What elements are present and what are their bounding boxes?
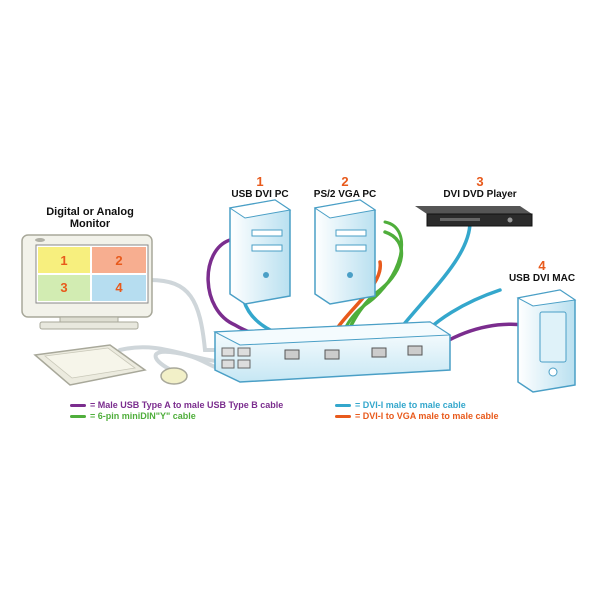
pc2-number: 2 xyxy=(341,174,349,189)
mac-label: USB DVI MAC xyxy=(508,273,576,284)
legend-vga: = DVI-I to VGA male to male cable xyxy=(335,411,498,421)
pc1-label: USB DVI PC xyxy=(231,189,289,200)
mac-tower xyxy=(516,289,577,393)
ps2-swatch xyxy=(70,415,86,419)
mac-number: 4 xyxy=(538,258,546,273)
kvm-switch xyxy=(213,321,452,383)
monitor-quadrant-4-number: 4 xyxy=(115,280,123,295)
legend-dvi-text: = DVI-I male to male cable xyxy=(355,400,466,410)
pc1-number: 1 xyxy=(256,174,264,189)
monitor-quadrant-3-number: 3 xyxy=(60,280,68,295)
pc2-tower xyxy=(313,199,377,305)
legend-ps2-text: = 6-pin miniDIN"Y" cable xyxy=(90,411,196,421)
mouse xyxy=(160,367,188,385)
monitor xyxy=(21,234,153,330)
legend-vga-text: = DVI-I to VGA male to male cable xyxy=(355,411,499,421)
vga-swatch xyxy=(335,415,351,419)
dvd-player xyxy=(415,206,533,227)
legend-ps2: = 6-pin miniDIN"Y" cable xyxy=(70,411,196,421)
legend-dvi: = DVI-I male to male cable xyxy=(335,400,466,410)
usb-swatch xyxy=(70,404,86,408)
screen-quadrant-4 xyxy=(92,275,146,301)
dvd-label: DVI DVD Player xyxy=(443,189,517,200)
legend-usb: = Male USB Type A to male USB Type B cab… xyxy=(70,400,283,410)
keyboard xyxy=(33,344,147,386)
monitor-quadrant-2-number: 2 xyxy=(115,253,123,268)
dvi-swatch xyxy=(335,404,351,408)
screen-quadrant-2 xyxy=(92,247,146,273)
monitor-label: Digital or Analog Monitor xyxy=(46,206,134,230)
pc1-tower xyxy=(228,199,292,305)
legend-usb-text: = Male USB Type A to male USB Type B cab… xyxy=(90,400,284,410)
mouse-cable xyxy=(153,349,227,374)
screen-quadrant-1 xyxy=(38,247,90,273)
monitor-cable xyxy=(148,278,227,352)
monitor-quadrant-1-number: 1 xyxy=(60,253,68,268)
pc2-label: PS/2 VGA PC xyxy=(313,189,377,200)
dvd-number: 3 xyxy=(476,174,484,189)
screen-quadrant-3 xyxy=(38,275,90,301)
